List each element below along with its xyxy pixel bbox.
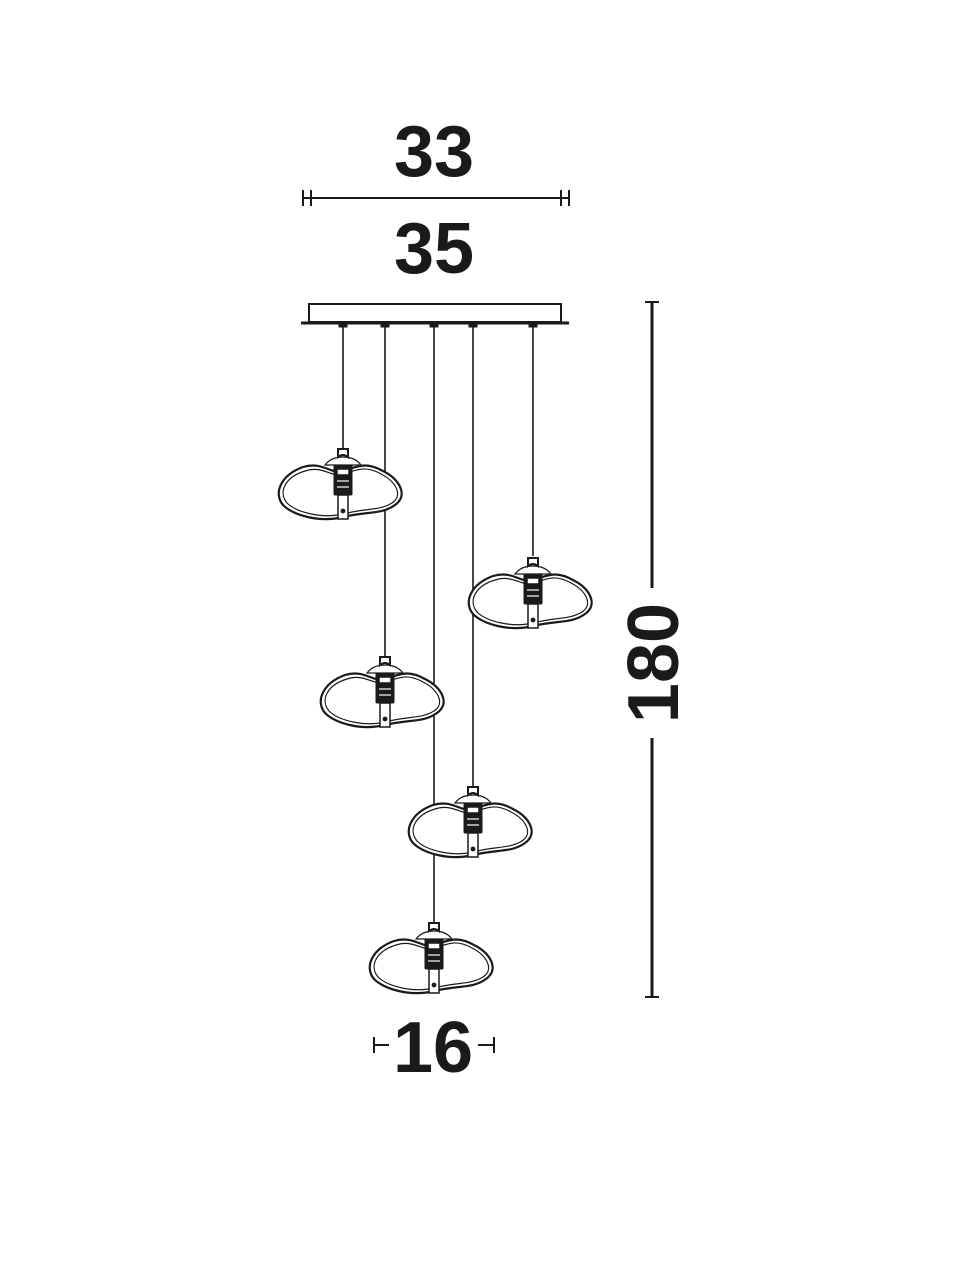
width-dimension-line <box>302 190 570 206</box>
ceiling-canopy <box>301 303 569 328</box>
pendant-shade-2 <box>319 655 445 729</box>
pendant-shade-3 <box>368 921 494 995</box>
height-dimension-line <box>645 301 659 998</box>
diameter-dimension-line <box>373 1037 495 1053</box>
pendant-shade-5 <box>467 556 593 630</box>
pendant-shade-1 <box>277 447 403 521</box>
dimension-shade-diameter: 16 <box>393 1008 473 1088</box>
dimension-height: 180 <box>614 603 694 723</box>
dimension-width-top: 33 <box>394 112 474 192</box>
dimension-width-base: 35 <box>394 209 474 289</box>
pendant-shade-4 <box>407 785 533 859</box>
